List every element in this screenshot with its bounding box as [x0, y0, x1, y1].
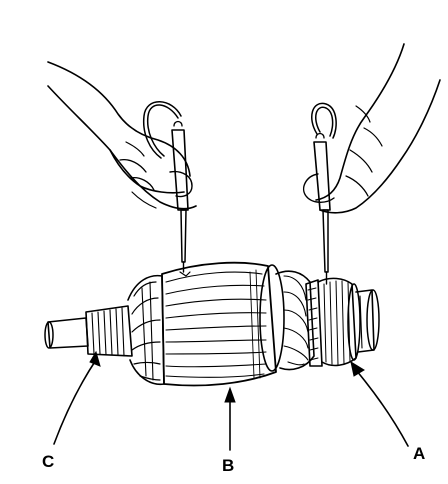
right-test-probe: [311, 102, 337, 285]
armature-shaft-right: [355, 289, 380, 353]
armature-winding-end-left: [127, 274, 165, 385]
callout-label-b: B: [222, 456, 234, 475]
callout-arrow-a: [350, 360, 409, 447]
armature-shaft-left: [44, 305, 133, 357]
callout-arrow-c: [53, 350, 101, 445]
right-hand: [302, 43, 441, 214]
commutator: [305, 277, 361, 367]
left-hand: [47, 61, 197, 210]
callout-label-c: C: [42, 452, 54, 471]
callout-label-a: A: [413, 444, 425, 463]
callout-arrow-b: [224, 386, 236, 451]
left-test-probe: [142, 101, 189, 273]
armature-core: [161, 261, 285, 387]
